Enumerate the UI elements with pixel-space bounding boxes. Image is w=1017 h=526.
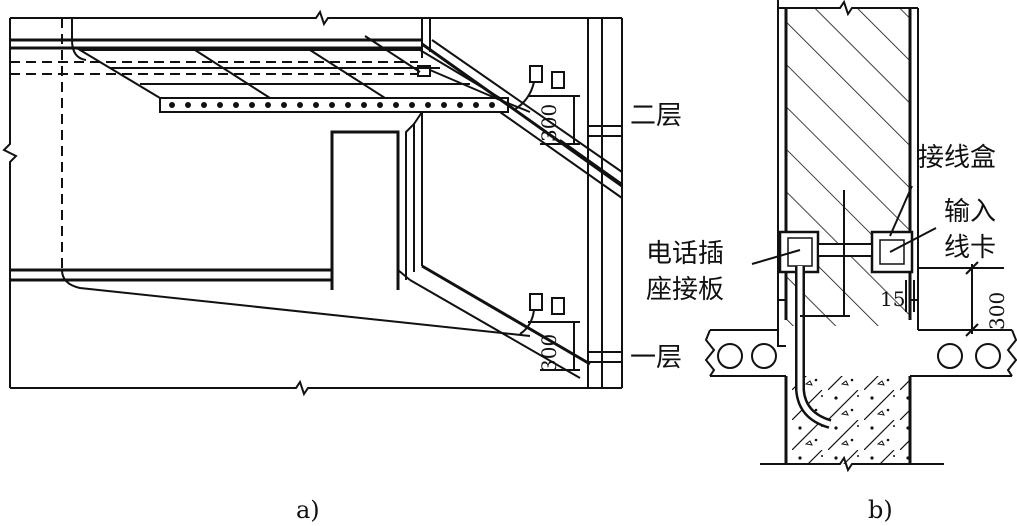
junction-box (870, 230, 914, 274)
label-phone-socket-1: 电话插 (646, 239, 724, 269)
label-input-clip-2: 线卡 (944, 233, 996, 263)
figure-a: 300 300 二层 一层 a) (2, 9, 682, 524)
wall-diagonal (431, 39, 623, 173)
leader-junction-box (889, 185, 913, 237)
floor-grid-line (309, 49, 386, 99)
dim-upper-300: 300 (537, 104, 561, 142)
conduit-line (364, 35, 421, 73)
conduit-run (61, 269, 531, 337)
figure-b: 300 15 接线盒 输入 线卡 电话插 座接板 b) (646, 0, 1017, 524)
socket-outlet-upper (513, 65, 580, 145)
socket-outlet-lower (519, 293, 580, 371)
door-jamb (405, 121, 415, 280)
label-second-floor: 二层 (630, 101, 682, 131)
dim-lower-300: 300 (537, 334, 561, 372)
dim-300: 300 (985, 292, 1009, 330)
wall-diagonal (499, 111, 623, 199)
wall-diagonal (421, 42, 623, 188)
dim-tick (965, 261, 979, 275)
wall-diagonal-lower (421, 264, 591, 366)
caption-a: a) (296, 496, 320, 524)
wall-diagonal-lower (409, 279, 581, 379)
conduit-run-upper (429, 69, 531, 113)
label-phone-socket-2: 座接板 (646, 275, 724, 305)
floor-slab-left (704, 329, 786, 377)
dim-15: 15 (880, 287, 905, 311)
label-junction-box: 接线盒 (918, 143, 996, 173)
leader-phone-socket (751, 249, 801, 265)
label-first-floor: 一层 (630, 343, 682, 373)
foundation-concrete (786, 376, 910, 464)
dim-tick (965, 323, 979, 337)
conduit-bend (71, 18, 87, 61)
leader-input-clip (889, 227, 937, 253)
frame-a-top (10, 9, 622, 27)
ground-line-break (760, 455, 944, 473)
floor-grid-line (194, 49, 271, 99)
label-input-clip-1: 输入 (944, 197, 996, 227)
door-opening (330, 130, 400, 290)
frame-a-bottom (10, 379, 622, 397)
frame-a-left (2, 18, 18, 388)
wall-diagonal (559, 139, 623, 185)
conduit-down-fill (797, 266, 831, 427)
slab-holes (169, 102, 495, 108)
slab-line-lower (397, 269, 411, 281)
door-jamb (413, 111, 423, 125)
caption-b: b) (868, 496, 893, 524)
floor-slab-right (910, 329, 1017, 377)
